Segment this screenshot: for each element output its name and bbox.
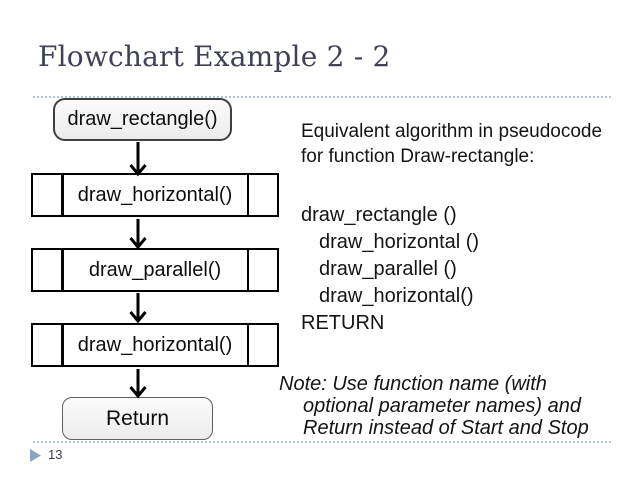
node-draw-rectangle: draw_rectangle() — [53, 98, 232, 141]
page-number: 13 — [48, 447, 63, 462]
flow-arrow-icon — [129, 219, 147, 250]
node-label: draw_horizontal() — [77, 183, 233, 206]
pseudocode-heading: Equivalent algorithm in pseudocode for f… — [301, 119, 621, 169]
title-divider — [33, 96, 611, 98]
pseudocode-line: draw_horizontal() — [319, 285, 474, 307]
pseudocode-line: draw_horizontal () — [319, 231, 480, 253]
pseudocode-block: draw_rectangle () draw_horizontal () dra… — [301, 202, 621, 337]
pseudocode-heading-line: Equivalent algorithm in pseudocode — [301, 121, 603, 142]
pseudocode-line: draw_rectangle () — [301, 204, 457, 226]
flow-arrow-icon — [129, 293, 147, 324]
node-draw-horizontal-1: draw_horizontal() — [31, 173, 279, 217]
pseudocode-line: RETURN — [301, 312, 385, 334]
note-line: Return instead of Start and Stop — [303, 417, 589, 439]
node-label: Return — [105, 406, 170, 430]
note-text: Note: Use function name (with optional p… — [279, 373, 619, 439]
node-draw-parallel: draw_parallel() — [31, 248, 279, 292]
flow-arrow-icon — [129, 369, 147, 399]
flow-arrow-icon — [129, 142, 147, 177]
node-draw-horizontal-2: draw_horizontal() — [31, 323, 279, 367]
note-line: optional parameter names) and — [303, 395, 581, 417]
node-label: draw_horizontal() — [77, 333, 233, 356]
slide-title: Flowchart Example 2 - 2 — [38, 40, 391, 73]
node-label: draw_rectangle() — [67, 108, 218, 130]
node-label: draw_parallel() — [88, 258, 222, 281]
pseudocode-heading-line: for function Draw-rectangle: — [301, 146, 535, 167]
note-line: Note: Use function name (with — [279, 373, 547, 395]
node-return: Return — [62, 397, 213, 440]
bullet-triangle-icon — [30, 449, 41, 462]
pseudocode-line: draw_parallel () — [319, 258, 457, 280]
footer-divider — [33, 441, 611, 443]
